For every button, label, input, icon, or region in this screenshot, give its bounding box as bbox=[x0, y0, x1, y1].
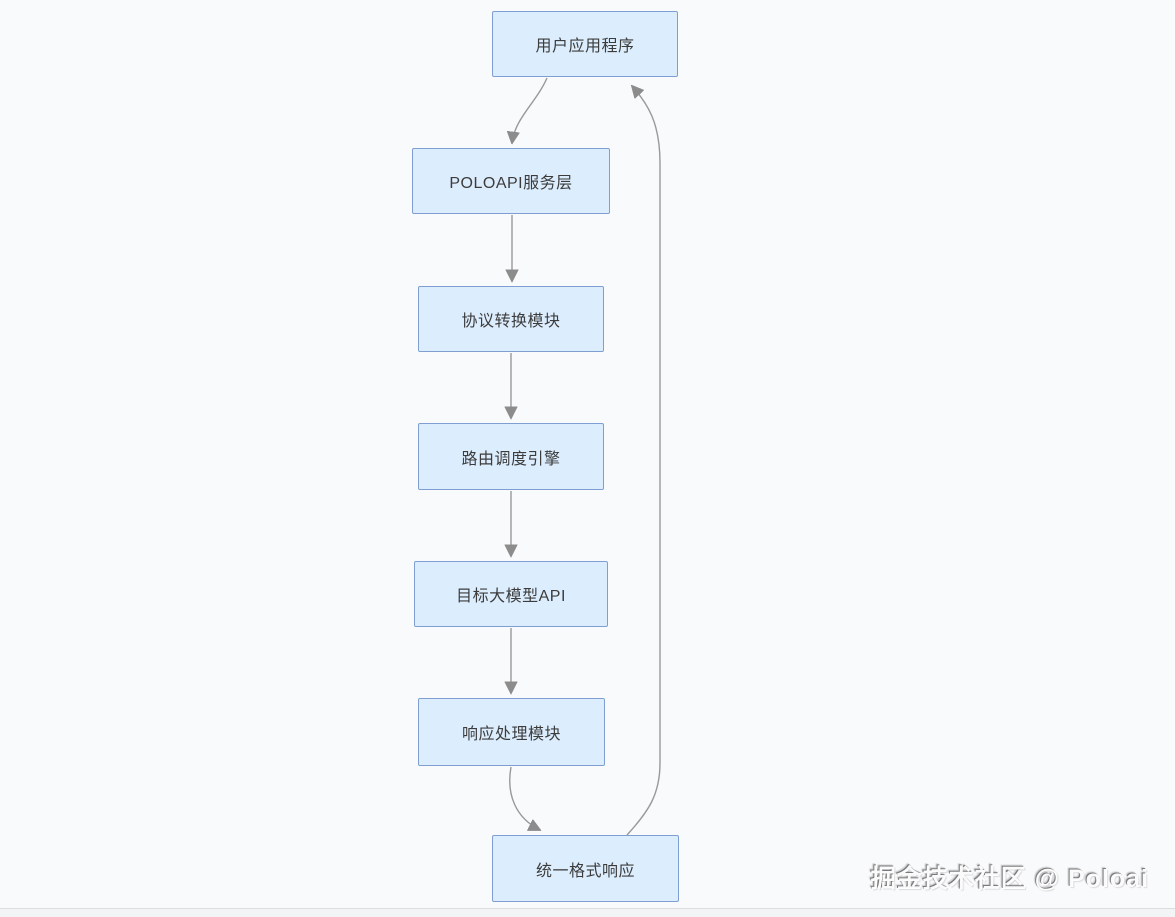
node-response: 响应处理模块 bbox=[418, 698, 605, 766]
node-user-app-label: 用户应用程序 bbox=[535, 38, 635, 55]
edge-user-app-to-poloapi bbox=[512, 77, 548, 143]
edge-response-to-unified bbox=[509, 766, 540, 830]
watermark-text: 掘金技术社区 @ Poloai bbox=[870, 865, 1149, 893]
node-poloapi: POLOAPI服务层 bbox=[412, 148, 610, 214]
node-unified-label: 统一格式响应 bbox=[535, 862, 635, 880]
node-target-api: 目标大模型API bbox=[414, 561, 608, 627]
node-routing: 路由调度引擎 bbox=[418, 423, 604, 490]
node-user-app: 用户应用程序 bbox=[492, 11, 678, 77]
node-unified: 统一格式响应 bbox=[492, 835, 679, 902]
bottom-divider bbox=[0, 908, 1175, 917]
edge-unified-to-user-app bbox=[626, 86, 661, 836]
node-protocol: 协议转换模块 bbox=[418, 286, 604, 352]
node-poloapi-label: POLOAPI服务层 bbox=[449, 175, 573, 192]
node-protocol-label: 协议转换模块 bbox=[461, 313, 561, 330]
node-response-label: 响应处理模块 bbox=[461, 726, 561, 743]
node-target-api-label: 目标大模型API bbox=[456, 588, 566, 605]
node-routing-label: 路由调度引擎 bbox=[461, 450, 561, 468]
